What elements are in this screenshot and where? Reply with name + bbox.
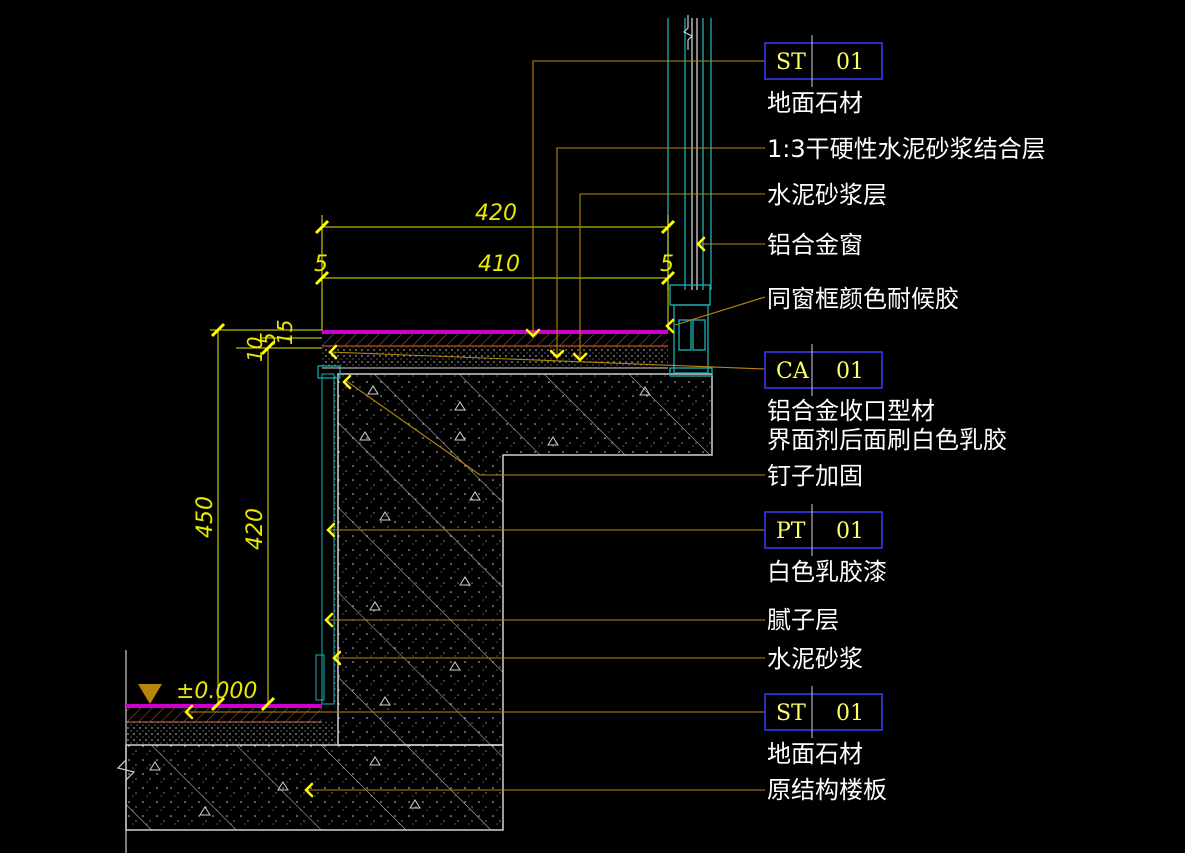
arrow-icon (184, 704, 194, 720)
label-floor-stone-top: 地面石材 (767, 89, 863, 117)
upper-floor-finish (322, 330, 668, 369)
label-mortar-layer: 水泥砂浆层 (767, 181, 887, 209)
label-mortar-bond: 1:3干硬性水泥砂浆结合层 (767, 135, 1046, 163)
arrow-icon (324, 612, 334, 628)
dim-top-right-gap: 5 (660, 252, 674, 277)
tag-pt-01: PT 01 (764, 504, 883, 556)
svg-text:ST: ST (776, 701, 806, 726)
arrow-icon (696, 236, 706, 252)
lower-floor-finish (126, 704, 338, 745)
arrow-icons (184, 236, 706, 798)
dim-side-small-a: 10 (243, 337, 267, 362)
svg-text:01: 01 (836, 519, 864, 544)
arrow-icon (332, 650, 342, 666)
svg-text:ST: ST (776, 50, 806, 75)
label-white-latex: 白色乳胶漆 (767, 558, 887, 586)
dimension-ticks (210, 219, 676, 712)
arrow-icon (328, 344, 338, 360)
arrow-icon (572, 352, 588, 362)
label-alu-window: 铝合金窗 (767, 231, 863, 259)
arrow-icon (525, 328, 541, 338)
dim-side-small-c: 15 (273, 320, 297, 345)
tag-st-01-bottom: ST 01 (764, 686, 883, 738)
label-putty: 腻子层 (767, 606, 839, 634)
aluminum-window-frame (667, 18, 713, 377)
dim-side-small-b: 5 (256, 332, 280, 345)
arrow-icon (665, 318, 675, 334)
label-interface-agent: 界面剂后面刷白色乳胶 (767, 426, 1007, 454)
svg-text:01: 01 (836, 50, 864, 75)
floor-slab-concrete (125, 744, 504, 831)
label-alu-profile: 铝合金收口型材 (767, 397, 935, 425)
level-label: ±0.000 (176, 679, 257, 704)
svg-text:PT: PT (776, 519, 806, 544)
svg-text:01: 01 (836, 359, 864, 384)
dim-side-total: 450 (193, 496, 218, 538)
arrow-icon (326, 522, 336, 538)
dimension-lines (210, 215, 669, 704)
upper-step-concrete (337, 373, 713, 746)
level-triangle-icon (138, 684, 162, 704)
arrow-icon (549, 349, 565, 359)
dim-top-left-gap: 5 (314, 252, 328, 277)
tag-ca-01: CA 01 (764, 344, 883, 396)
label-nail: 钉子加固 (767, 462, 863, 490)
arrow-icon (342, 374, 352, 390)
label-floor-stone-bottom: 地面石材 (767, 740, 863, 768)
dim-top-inner: 410 (478, 252, 520, 277)
dim-top-total: 420 (475, 201, 517, 226)
aggregate-marks (359, 385, 651, 706)
leader-lines (186, 60, 766, 791)
label-floor-slab: 原结构楼板 (767, 776, 887, 804)
dim-side-inner: 420 (243, 508, 268, 550)
label-cement-mortar: 水泥砂浆 (767, 645, 863, 673)
label-sealant: 同窗框颜色耐候胶 (767, 285, 959, 313)
tag-st-01-top: ST 01 (764, 35, 883, 87)
riser-finish (315, 365, 341, 705)
arrow-icon (304, 782, 314, 798)
svg-text:01: 01 (836, 701, 864, 726)
svg-text:CA: CA (776, 359, 810, 384)
window-break-mark (682, 15, 694, 50)
